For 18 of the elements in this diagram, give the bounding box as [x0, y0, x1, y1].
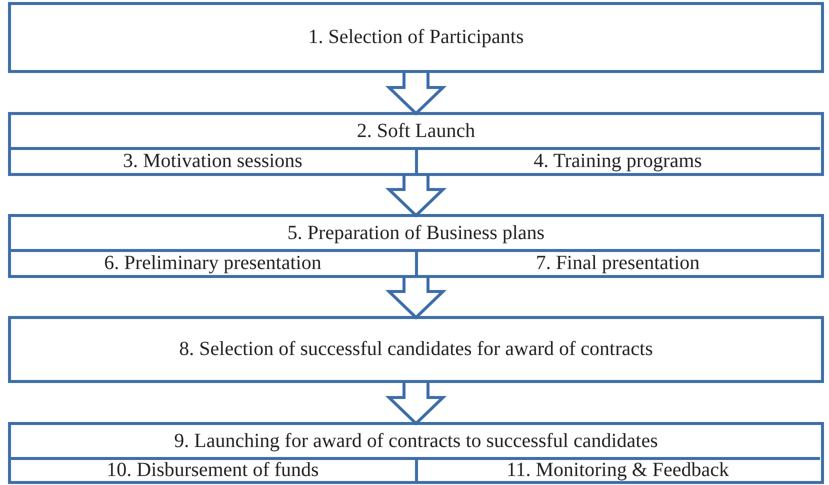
process-box: 8. Selection of successful candidates for award of contracts	[8, 316, 824, 383]
step-group-box	[8, 422, 824, 484]
block-arrow	[385, 380, 447, 426]
block-arrow	[385, 70, 447, 116]
sub-step-box: 10. Disbursement of funds	[11, 457, 418, 481]
step-heading: 5. Preparation of Business plans	[287, 222, 545, 244]
step-heading: 2. Soft Launch	[356, 120, 476, 142]
sub-step-box: 7. Final presentation	[416, 249, 820, 275]
step-heading: 9. Launching for award of contracts to successful candidates	[174, 430, 658, 452]
sub-step-box: 3. Motivation sessions	[11, 147, 418, 173]
block-arrow	[385, 173, 447, 218]
step-group-box	[8, 214, 824, 278]
sub-step-box: 6. Preliminary presentation	[11, 249, 418, 275]
sub-step-box: 11. Monitoring & Feedback	[416, 457, 820, 481]
sub-step-box: 4. Training programs	[416, 147, 820, 173]
step-group-box	[8, 112, 824, 176]
process-box: 1. Selection of Participants	[8, 2, 824, 73]
block-arrow	[385, 275, 447, 320]
